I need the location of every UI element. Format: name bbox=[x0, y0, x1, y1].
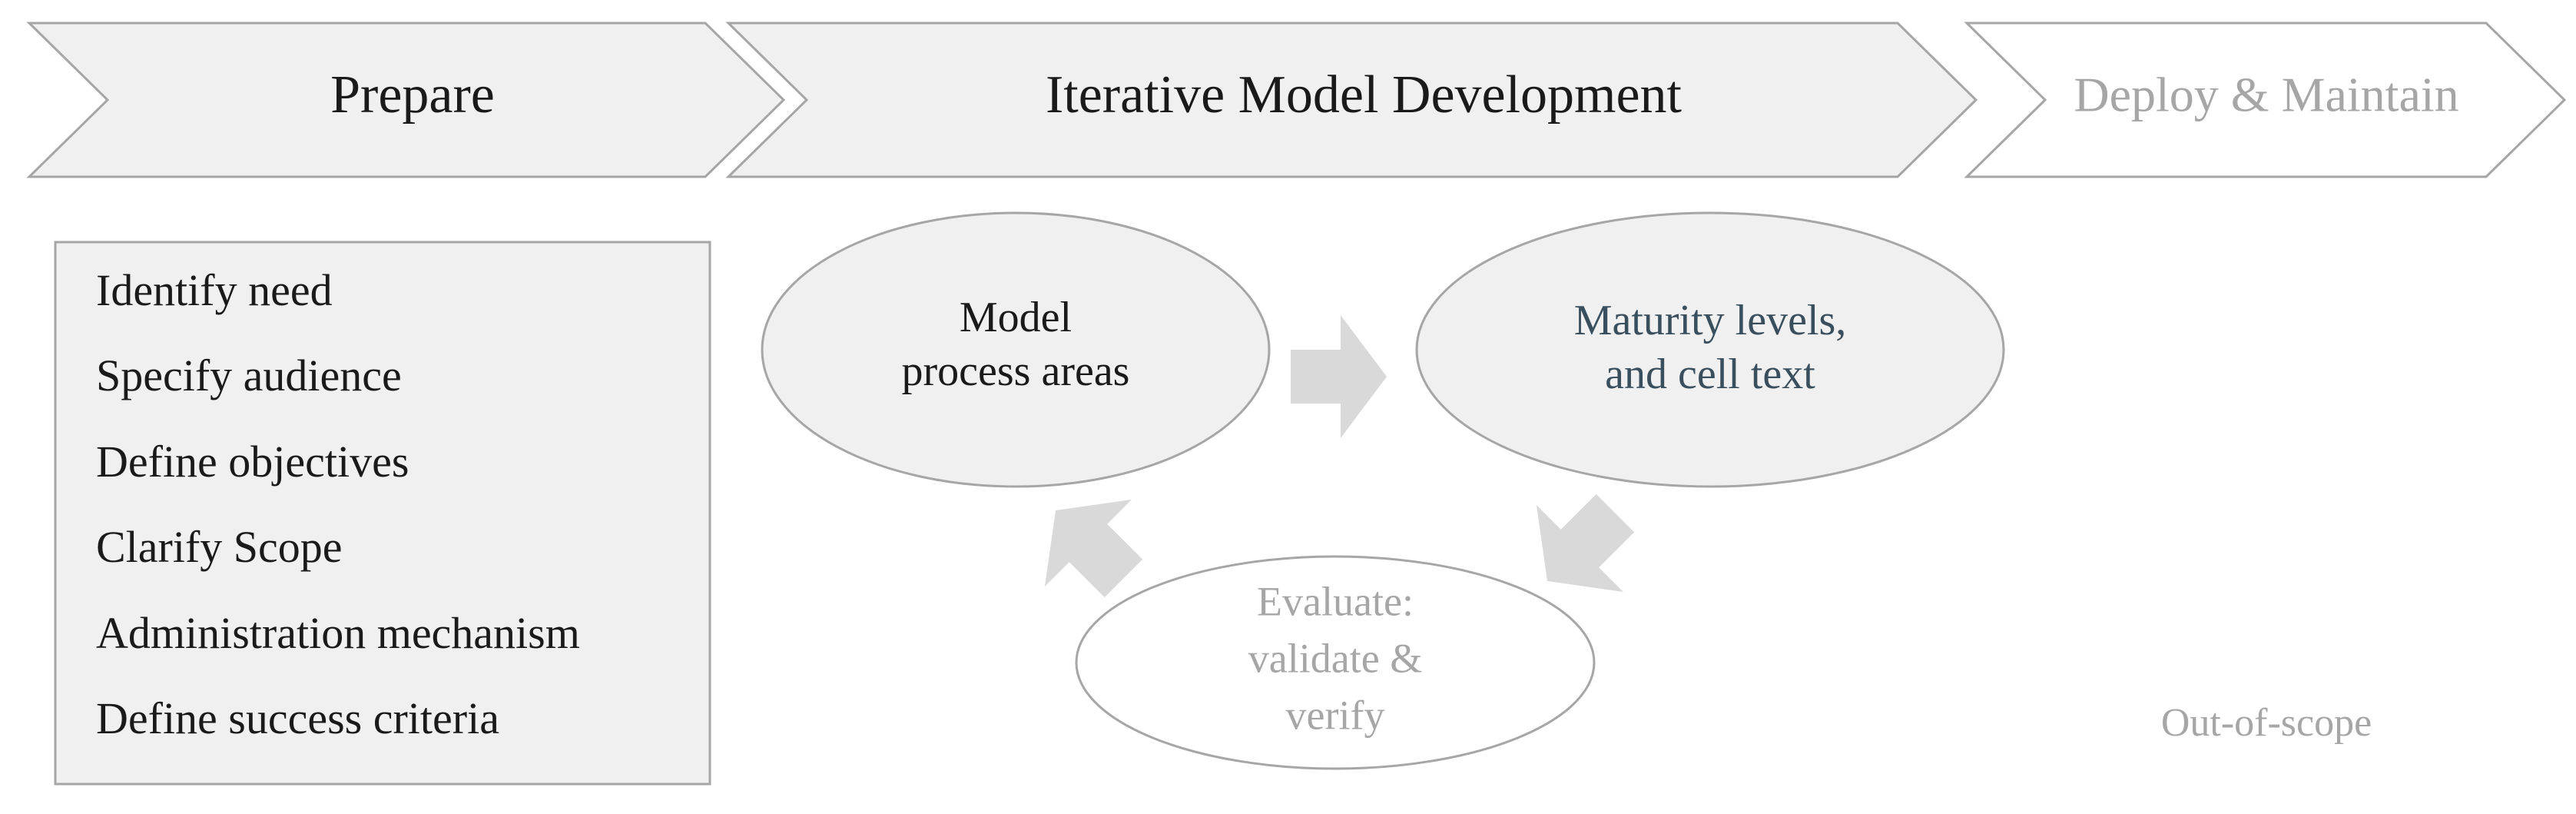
arrow-down-left-icon bbox=[1536, 493, 1635, 593]
prepare-steps-box: Identify need Specify audience Define ob… bbox=[54, 241, 711, 786]
evaluate-label-line1: Evaluate: bbox=[1257, 578, 1414, 624]
arrow-maturity-to-evaluate bbox=[1536, 493, 1635, 593]
phase-prepare: Prepare bbox=[26, 22, 786, 178]
phase-deploy-maintain: Deploy & Maintain bbox=[1964, 22, 2567, 178]
model-label-line1: Model bbox=[960, 294, 1072, 341]
evaluate-label-line2: validate & bbox=[1248, 635, 1422, 681]
cycle-node-maturity: Maturity levels, and cell text bbox=[1415, 211, 2005, 488]
cycle-node-model: Model process areas bbox=[761, 211, 1271, 488]
prepare-step: Administration mechanism bbox=[96, 608, 580, 658]
phase-deploy-maintain-label: Deploy & Maintain bbox=[2074, 68, 2458, 122]
arrow-right-icon bbox=[1291, 315, 1387, 438]
out-of-scope-note: Out-of-scope bbox=[2161, 701, 2372, 745]
phase-prepare-label: Prepare bbox=[330, 65, 495, 125]
phase-deploy-maintain-chevron bbox=[1964, 22, 2567, 178]
arrow-model-to-maturity bbox=[1291, 315, 1387, 438]
arrow-evaluate-to-model bbox=[1044, 499, 1143, 598]
phase-iterative-development-label: Iterative Model Development bbox=[1046, 65, 1683, 125]
evaluate-ellipse bbox=[1075, 555, 1596, 770]
model-ellipse bbox=[761, 211, 1271, 488]
prepare-step: Define success criteria bbox=[96, 693, 499, 743]
phase-iterative-development-chevron bbox=[725, 22, 1978, 178]
prepare-step: Define objectives bbox=[96, 437, 409, 487]
maturity-label-line2: and cell text bbox=[1605, 351, 1815, 398]
model-label-line2: process areas bbox=[902, 347, 1130, 395]
cycle-node-evaluate: Evaluate: validate & verify bbox=[1075, 555, 1596, 770]
evaluate-label-line3: verify bbox=[1286, 692, 1385, 738]
arrow-up-left-icon bbox=[1044, 499, 1143, 598]
prepare-step: Clarify Scope bbox=[96, 522, 343, 572]
prepare-step: Identify need bbox=[96, 265, 333, 315]
prepare-step: Specify audience bbox=[96, 351, 402, 400]
maturity-label-line1: Maturity levels, bbox=[1574, 297, 1847, 344]
prepare-steps-background bbox=[54, 241, 711, 786]
maturity-ellipse bbox=[1415, 211, 2005, 488]
phase-prepare-chevron bbox=[26, 22, 786, 178]
phase-iterative-development: Iterative Model Development bbox=[725, 22, 1978, 178]
